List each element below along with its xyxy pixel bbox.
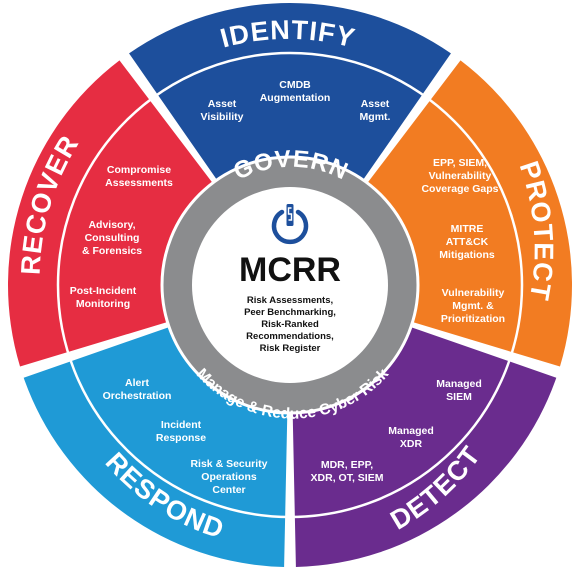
item-line: EPP, SIEM, <box>433 157 487 169</box>
item-line: Orchestration <box>103 390 172 402</box>
item-line: Mgmt. & <box>452 300 494 312</box>
govern-ring-outline <box>160 155 420 415</box>
item-line: & Forensics <box>82 245 142 257</box>
item-line: Post-Incident <box>70 285 137 297</box>
center-desc-line-3: Risk-Ranked <box>261 319 319 330</box>
item-line: Monitoring <box>76 298 130 310</box>
item-line: Managed <box>436 378 482 390</box>
item-line: Advisory, <box>88 219 135 231</box>
item-line: Managed <box>388 425 434 437</box>
item-line: Incident <box>161 419 202 431</box>
item-line: Asset <box>361 98 390 110</box>
item-line: ATT&CK <box>446 236 489 248</box>
center-desc-line-4: Recommendations, <box>246 331 334 342</box>
item-line: Coverage Gaps <box>421 183 498 195</box>
item-line: Assessments <box>105 177 173 189</box>
center-title: MCRR <box>239 251 341 289</box>
item-line: Vulnerability <box>442 287 505 299</box>
respond-item-incident-response: Incident Response <box>156 419 206 444</box>
item-line: Visibility <box>201 111 244 123</box>
recover-item-compromise-assessments: Compromise Assessments <box>105 164 173 189</box>
center-desc-line-1: Risk Assessments, <box>247 295 333 306</box>
protect-item-mitre-attck: MITRE ATT&CK Mitigations <box>439 223 495 261</box>
item-line: MITRE <box>451 223 484 235</box>
item-line: XDR <box>400 438 423 450</box>
item-line: Risk & Security <box>190 458 267 470</box>
item-line: Mitigations <box>439 249 495 261</box>
item-line: Mgmt. <box>360 111 391 123</box>
protect-item-vuln-mgmt: Vulnerability Mgmt. & Prioritization <box>441 287 505 325</box>
item-line: Operations <box>201 471 257 483</box>
item-line: Response <box>156 432 206 444</box>
item-line: Prioritization <box>441 313 505 325</box>
identify-item-asset-mgmt: Asset Mgmt. <box>360 98 391 123</box>
item-line: XDR, OT, SIEM <box>311 472 384 484</box>
detect-item-managed-siem: Managed SIEM <box>436 378 482 403</box>
item-line: Augmentation <box>260 92 331 104</box>
detect-item-mdr-epp: MDR, EPP, XDR, OT, SIEM <box>311 459 384 484</box>
item-line: Consulting <box>85 232 140 244</box>
recover-item-post-incident: Post-Incident Monitoring <box>70 285 137 310</box>
item-line: SIEM <box>446 391 472 403</box>
identify-item-cmdb-augmentation: CMDB Augmentation <box>260 79 331 104</box>
identify-item-asset-visibility: Asset Visibility <box>201 98 244 123</box>
respond-item-risk-security-ops: Risk & Security Operations Center <box>190 458 267 496</box>
item-line: MDR, EPP, <box>321 459 373 471</box>
item-line: Asset <box>208 98 237 110</box>
recover-item-advisory: Advisory, Consulting & Forensics <box>82 219 142 257</box>
item-line: CMDB <box>279 79 311 91</box>
item-line: Compromise <box>107 164 171 176</box>
respond-item-alert-orchestration: Alert Orchestration <box>103 377 172 402</box>
power-s-logo-icon <box>271 204 309 245</box>
center-desc-line-5: Risk Register <box>260 343 321 354</box>
band-divider-ring <box>56 51 524 519</box>
protect-item-coverage-gaps: EPP, SIEM, Vulnerability Coverage Gaps <box>421 157 498 195</box>
center-disc <box>192 187 388 383</box>
item-line: Center <box>212 484 245 496</box>
segment-identify-shape <box>129 3 451 180</box>
center-desc-line-2: Peer Benchmarking, <box>244 307 336 318</box>
item-line: Vulnerability <box>429 170 492 182</box>
item-line: Alert <box>125 377 149 389</box>
segment-identify <box>129 3 451 180</box>
detect-item-managed-xdr: Managed XDR <box>388 425 434 450</box>
